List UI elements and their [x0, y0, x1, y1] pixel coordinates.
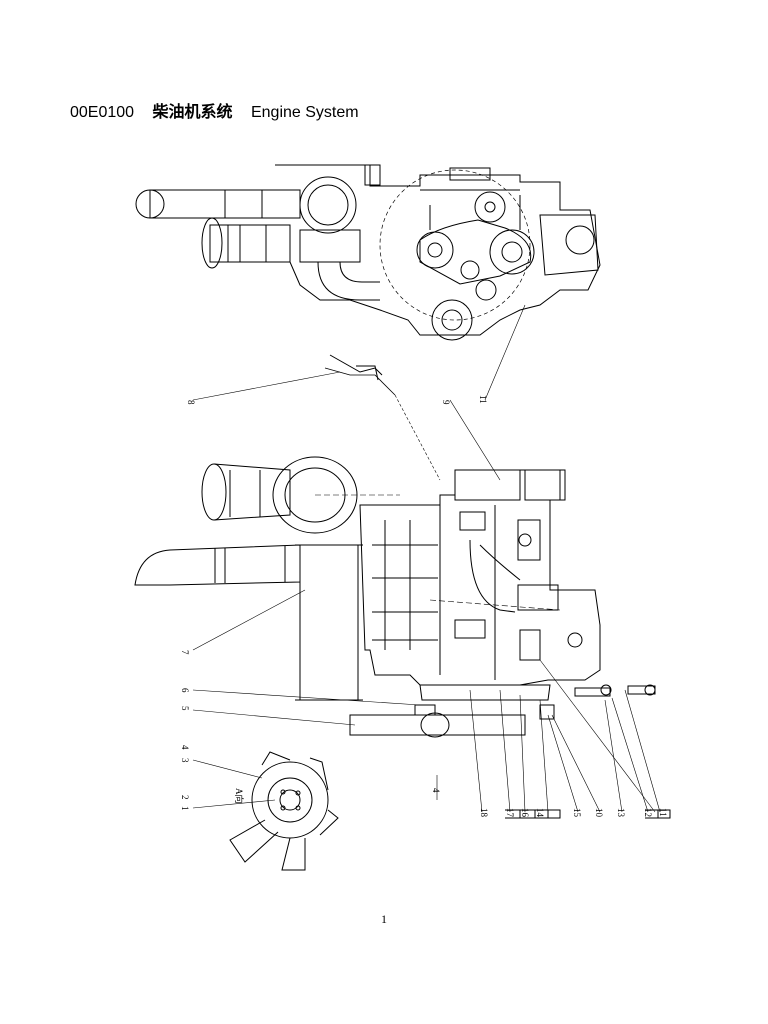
callout-16: 16 — [520, 808, 530, 818]
callout-8-top: 8 — [186, 400, 196, 405]
callout-14: 14 — [535, 808, 545, 818]
callout-10: 10 — [594, 808, 604, 818]
callout-18: 18 — [479, 808, 489, 818]
page-number: 1 — [381, 912, 387, 926]
callout-labels: 8 9 11 7 6 5 4 3 2 1 A向 4 18 17 16 14 15… — [180, 395, 668, 818]
callout-4b: 4 — [431, 788, 441, 793]
callout-11-top: 11 — [478, 395, 488, 404]
engine-front-view — [135, 164, 601, 481]
callout-5: 5 — [180, 706, 190, 711]
callout-13: 13 — [616, 808, 626, 818]
fan-view-label: A向 — [234, 788, 245, 804]
fan-detail-view — [192, 751, 339, 871]
engine-side-view — [134, 456, 671, 819]
callout-7: 7 — [180, 650, 190, 655]
callout-1: 1 — [180, 806, 190, 811]
callout-6: 6 — [180, 688, 190, 693]
callout-3: 3 — [180, 758, 190, 763]
title-chinese: 柴油机系统 — [152, 102, 233, 121]
title-english: Engine System — [250, 104, 359, 121]
callout-11: 11 — [658, 808, 668, 817]
part-code: 00E0100 — [70, 104, 135, 121]
callout-4: 4 — [180, 745, 190, 750]
callout-2: 2 — [180, 795, 190, 800]
callout-12: 12 — [643, 808, 653, 817]
document-header: 00E0100 柴油机系统 Engine System — [70, 98, 359, 122]
callout-9-top: 9 — [441, 400, 451, 405]
callout-15: 15 — [572, 808, 582, 818]
callout-17: 17 — [505, 808, 515, 818]
